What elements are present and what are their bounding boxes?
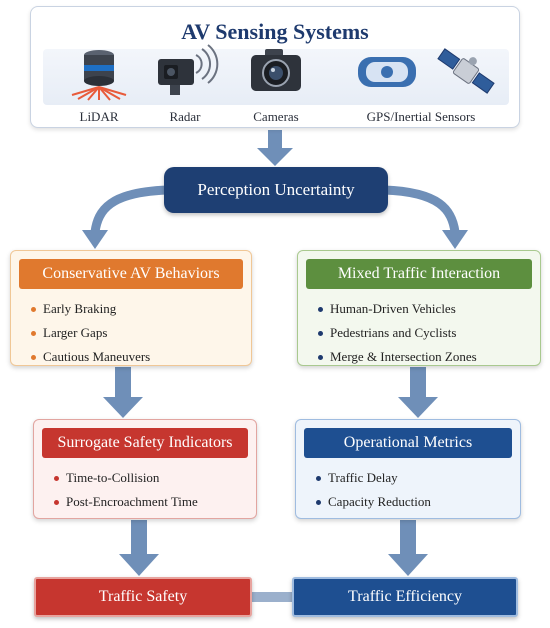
- arrow-conservative-to-surrogate: [103, 367, 143, 418]
- sensing-systems-panel: AV Sensing Systems LiDAR Radar: [30, 6, 520, 128]
- sensor-label-radar: Radar: [169, 109, 201, 124]
- surrogate-safety-title: Surrogate Safety Indicators: [42, 428, 248, 458]
- operational-metrics-title: Operational Metrics: [304, 428, 512, 458]
- satellite-icon: [358, 48, 495, 94]
- conservative-behaviors-title: Conservative AV Behaviors: [19, 259, 243, 289]
- sensor-cameras: Cameras: [235, 43, 317, 125]
- sensor-label-gps: GPS/Inertial Sensors: [366, 109, 476, 124]
- sensing-title: AV Sensing Systems: [181, 19, 369, 44]
- list-item: Merge & Intersection Zones: [318, 345, 477, 369]
- sensor-lidar: LiDAR: [53, 43, 145, 125]
- arrow-surrogate-to-safety: [119, 520, 159, 576]
- sensor-gps-inertial: GPS/Inertial Sensors: [313, 43, 513, 125]
- list-item: Larger Gaps: [31, 321, 150, 345]
- mixed-traffic-list: Human-Driven Vehicles Pedestrians and Cy…: [318, 297, 477, 369]
- list-item: Capacity Reduction: [316, 490, 431, 514]
- sensor-radar: Radar: [143, 43, 227, 125]
- arrow-sensing-to-perception: [257, 130, 293, 166]
- arrow-operational-to-efficiency: [388, 520, 428, 576]
- surrogate-safety-list: Time-to-Collision Post-Encroachment Time: [54, 466, 198, 514]
- mixed-traffic-title: Mixed Traffic Interaction: [306, 259, 532, 289]
- mixed-traffic-card: Mixed Traffic Interaction Human-Driven V…: [297, 250, 541, 366]
- operational-metrics-card: Operational Metrics Traffic Delay Capaci…: [295, 419, 521, 519]
- list-item: Post-Encroachment Time: [54, 490, 198, 514]
- arrow-perception-to-conservative: [82, 185, 169, 249]
- sensor-label-lidar: LiDAR: [79, 109, 119, 124]
- lidar-icon: [71, 50, 127, 101]
- conservative-behaviors-list: Early Braking Larger Gaps Cautious Maneu…: [31, 297, 150, 369]
- traffic-safety-box: Traffic Safety: [34, 577, 252, 617]
- list-item: Time-to-Collision: [54, 466, 198, 490]
- list-item: Human-Driven Vehicles: [318, 297, 477, 321]
- conservative-behaviors-card: Conservative AV Behaviors Early Braking …: [10, 250, 252, 366]
- sensor-label-cameras: Cameras: [253, 109, 299, 124]
- camera-icon: [251, 49, 301, 91]
- perception-uncertainty-box: Perception Uncertainty: [164, 167, 388, 213]
- radar-icon: [158, 44, 219, 95]
- traffic-efficiency-box: Traffic Efficiency: [292, 577, 518, 617]
- arrow-mixed-to-operational: [398, 367, 438, 418]
- list-item: Early Braking: [31, 297, 150, 321]
- operational-metrics-list: Traffic Delay Capacity Reduction: [316, 466, 431, 514]
- list-item: Traffic Delay: [316, 466, 431, 490]
- surrogate-safety-card: Surrogate Safety Indicators Time-to-Coll…: [33, 419, 257, 519]
- list-item: Cautious Maneuvers: [31, 345, 150, 369]
- list-item: Pedestrians and Cyclists: [318, 321, 477, 345]
- arrow-perception-to-mixed: [383, 185, 468, 249]
- outcome-link: [252, 592, 294, 602]
